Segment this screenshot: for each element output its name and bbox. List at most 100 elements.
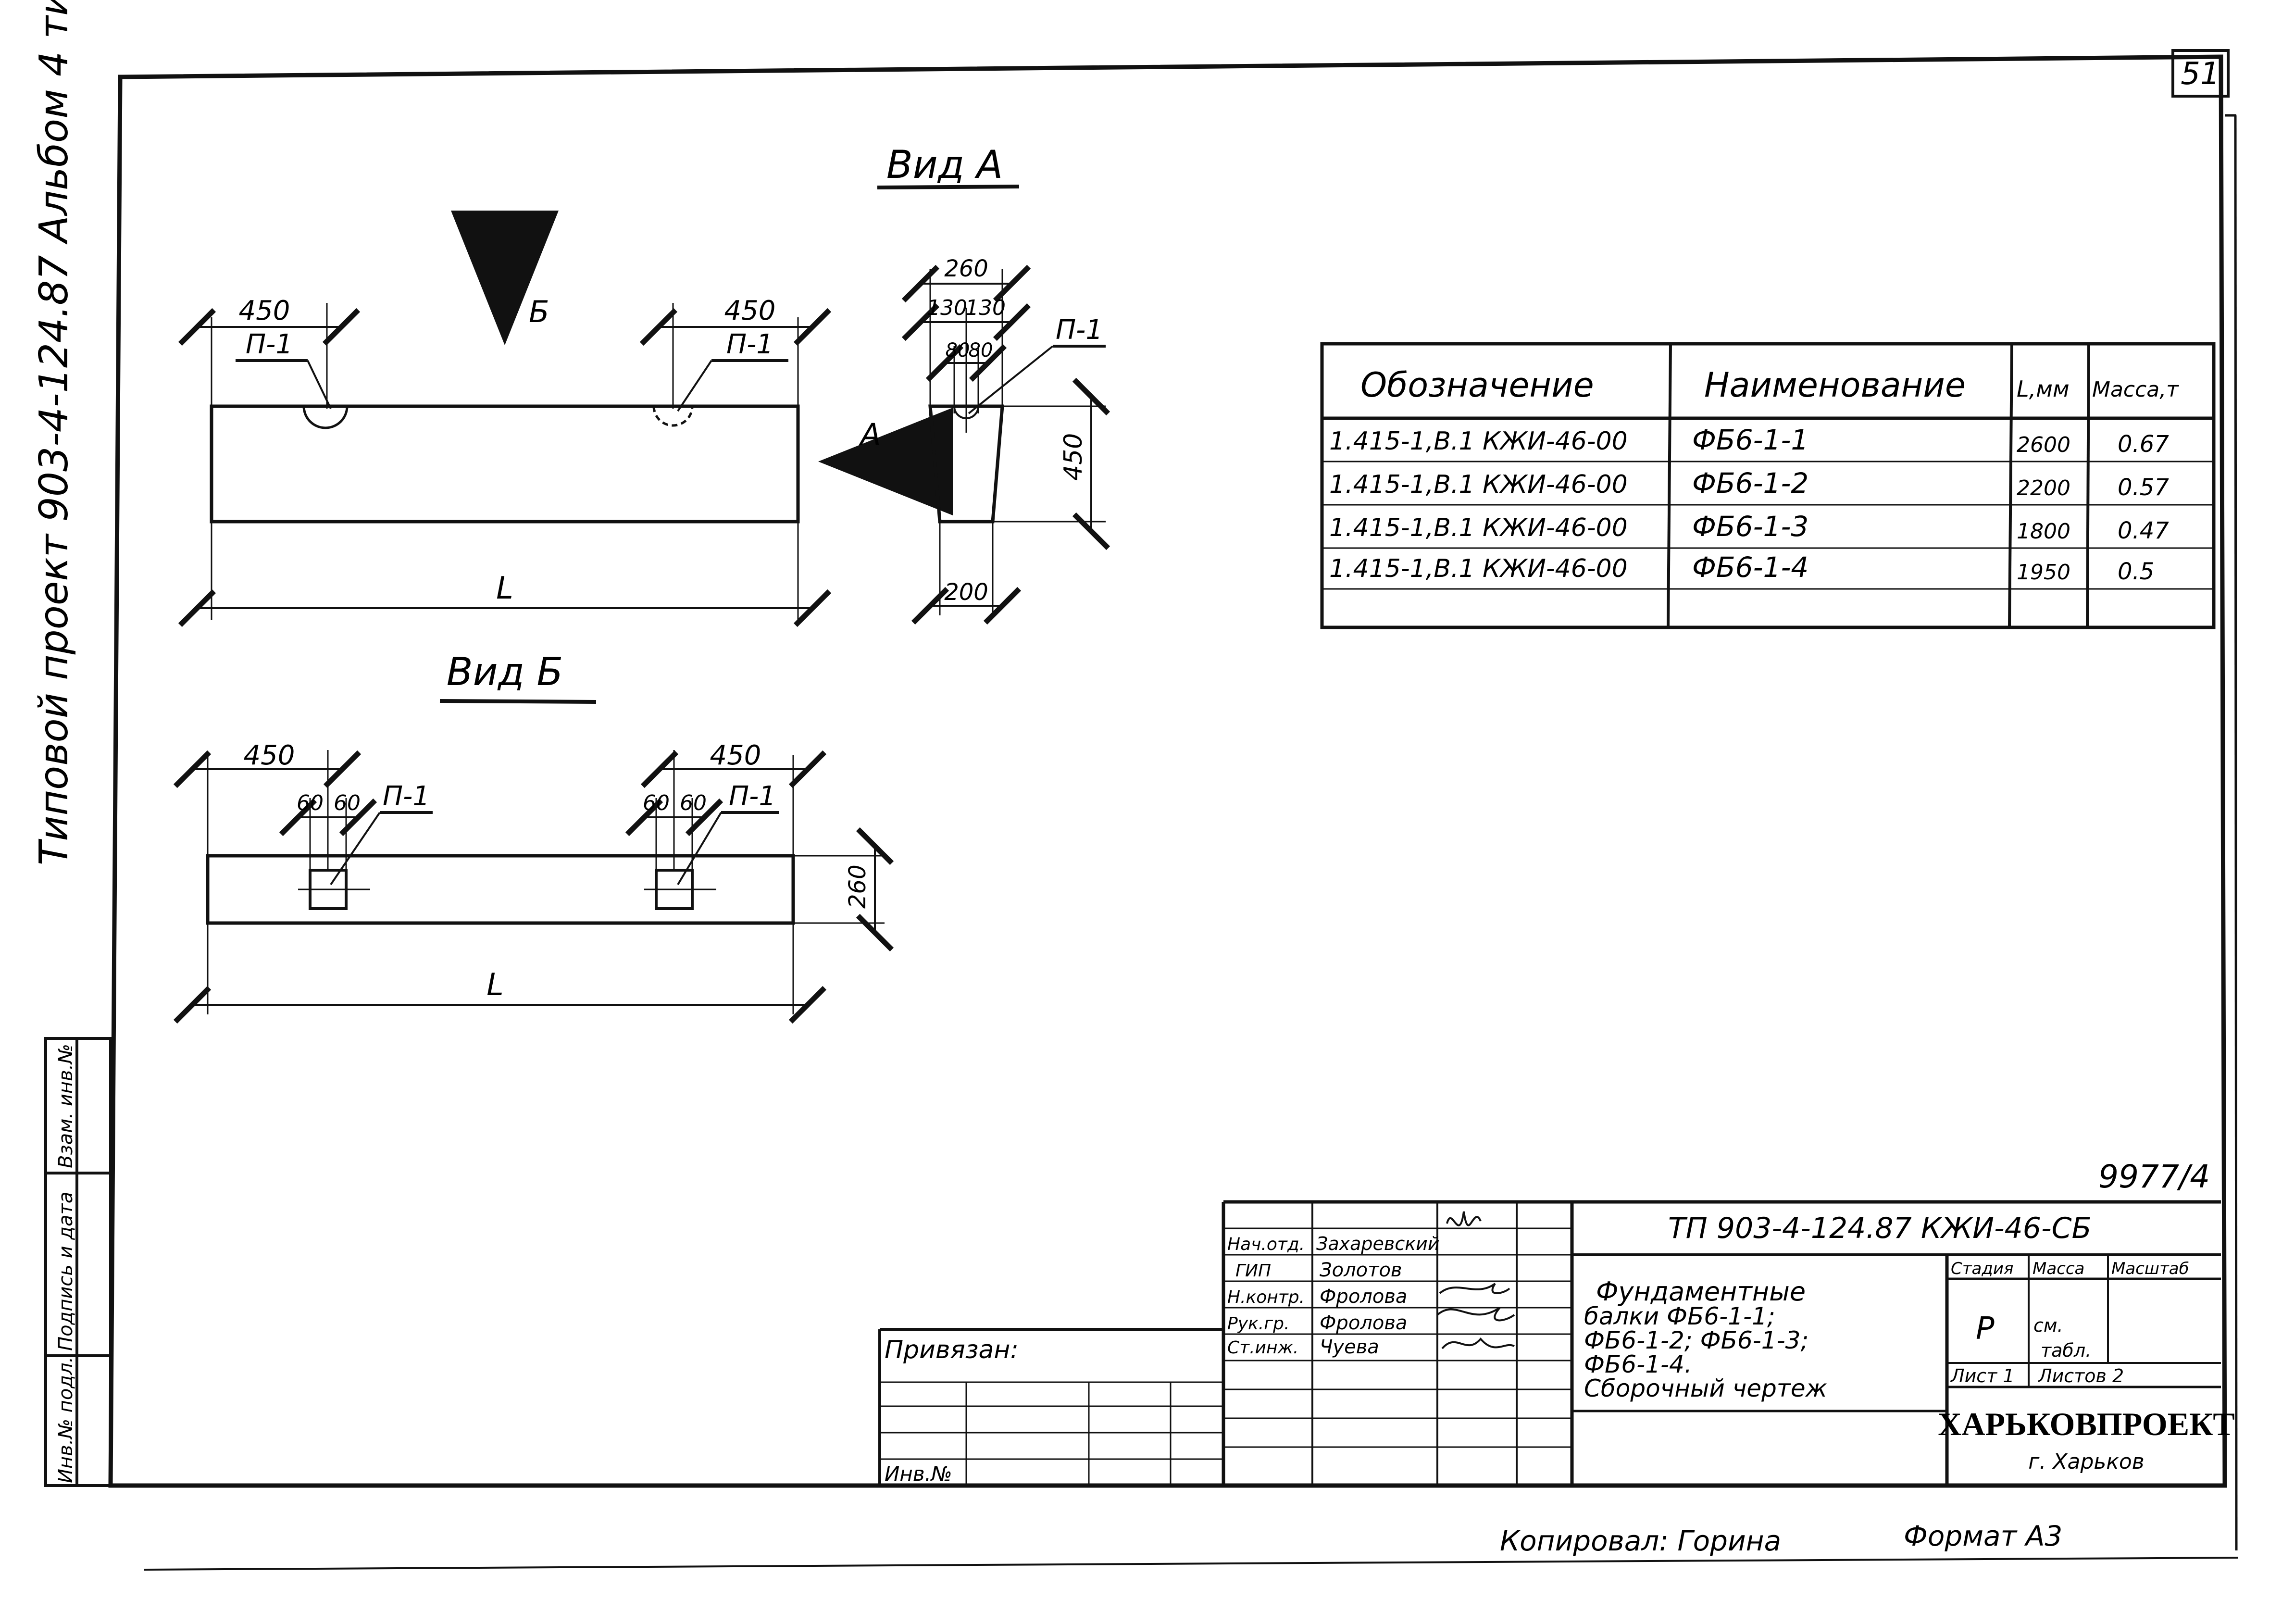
sheet-frame	[108, 54, 2238, 1571]
role-label: Ст.инж.	[1227, 1338, 1298, 1358]
view-a-dim-left: 450	[239, 295, 290, 326]
section-dim-half-right: 130	[965, 296, 1006, 320]
sheet-number: 51	[2181, 56, 2220, 92]
sheets-label: Листов 2	[2037, 1365, 2124, 1387]
copied-by: Копировал: Горина	[1500, 1524, 1781, 1557]
spec-header-length: L,мм	[2017, 376, 2070, 402]
person-name: Захаревский	[1316, 1233, 1440, 1254]
section-dim-80-right: 80	[969, 339, 993, 362]
sheet-number-box: 51	[2171, 49, 2230, 98]
svg-text:ФБ6-1-3: ФБ6-1-3	[1692, 510, 1808, 543]
view-a-dim-right: 450	[724, 295, 776, 326]
role-label: ГИП	[1235, 1261, 1271, 1281]
drawing-title-line: Фундаментные	[1596, 1276, 1806, 1307]
view-b-dim-right: 450	[710, 740, 761, 771]
view-b-dim-60c: 60	[643, 791, 670, 815]
doc-code: 9977/4	[2098, 1158, 2210, 1195]
drawing-title-line: балки ФБ6-1-1;	[1584, 1302, 1775, 1330]
svg-text:Вид Б: Вид Б	[447, 650, 563, 694]
svg-text:1.415-1,В.1 КЖИ-46-00: 1.415-1,В.1 КЖИ-46-00	[1329, 554, 1628, 583]
section-bottom: 200	[944, 579, 988, 606]
mass-value-1: см.	[2033, 1315, 2063, 1336]
role-label: Н.контр.	[1227, 1287, 1305, 1307]
view-b-beam	[173, 750, 894, 1024]
spec-header-name: Наименование	[1704, 365, 1966, 405]
sheet-format: Формат А3	[1904, 1520, 2062, 1552]
svg-text:ФБ6-1-2: ФБ6-1-2	[1692, 467, 1808, 500]
view-b-dim-left: 450	[244, 740, 295, 771]
view-b-dim-60b: 60	[334, 791, 361, 815]
view-a-beam	[178, 303, 832, 627]
sheet-label: Лист 1	[1950, 1365, 2015, 1387]
svg-text:ФБ6-1-1: ФБ6-1-1	[1692, 424, 1808, 456]
svg-text:1.415-1,В.1 КЖИ-46-00: 1.415-1,В.1 КЖИ-46-00	[1329, 513, 1628, 542]
table-row: 1.415-1,В.1 КЖИ-46-00 ФБ6-1-1 2600 0.67	[1329, 424, 2169, 458]
spec-header-mass: Масса,т	[2092, 377, 2179, 402]
svg-text:1.415-1,В.1 КЖИ-46-00: 1.415-1,В.1 КЖИ-46-00	[1329, 427, 1628, 456]
view-a-direction-arrow: А	[818, 408, 953, 515]
section-profile	[901, 264, 1110, 625]
title-block-code: ТП 903-4-124.87 КЖИ-46-СБ	[1668, 1212, 2092, 1245]
person-name: Фролова	[1320, 1312, 1407, 1334]
view-a-tag-left: П-1	[246, 329, 293, 360]
svg-text:2600: 2600	[2017, 433, 2070, 457]
svg-text:1.415-1,В.1 КЖИ-46-00: 1.415-1,В.1 КЖИ-46-00	[1329, 470, 1628, 499]
spec-header-designation: Обозначение	[1360, 365, 1594, 405]
table-row: 1.415-1,В.1 КЖИ-46-00 ФБ6-1-3 1800 0.47	[1329, 510, 2169, 544]
svg-text:2200: 2200	[2017, 476, 2070, 500]
stage-label: Стадия	[1951, 1259, 2013, 1278]
section-height: 450	[1059, 433, 1088, 481]
role-label: Нач.отд.	[1227, 1235, 1305, 1254]
view-b-height: 260	[844, 864, 871, 909]
svg-text:0.67: 0.67	[2118, 431, 2169, 458]
side-stamp	[44, 1037, 112, 1487]
section-dim-half-left: 130	[927, 296, 967, 320]
side-stamp-label-replace: Взам. инв.№	[55, 1044, 77, 1168]
svg-text:Вид А: Вид А	[886, 142, 1003, 187]
person-name: Золотов	[1320, 1259, 1402, 1281]
svg-text:Б: Б	[529, 294, 549, 329]
table-row: 1.415-1,В.1 КЖИ-46-00 ФБ6-1-4 1950 0.5	[1329, 551, 2154, 585]
view-b-tag-left: П-1	[383, 781, 430, 812]
mass-label: Масса	[2033, 1259, 2084, 1278]
view-b-tag-right: П-1	[729, 781, 776, 812]
side-project-label: Типовой проект 903-4-124.87 Альбом 4 тип…	[31, 0, 77, 865]
stage-value: Р	[1976, 1311, 1995, 1347]
view-a-title: Вид А	[877, 142, 1020, 189]
section-dim-80-left: 80	[946, 339, 970, 362]
section-tag: П-1	[1056, 314, 1103, 346]
person-name: Чуева	[1320, 1336, 1379, 1358]
table-row: 1.415-1,В.1 КЖИ-46-00 ФБ6-1-2 2200 0.57	[1329, 467, 2169, 501]
view-b-dim-60a: 60	[297, 791, 324, 815]
organization-name: ХАРЬКОВПРОЕКТ	[1938, 1406, 2235, 1442]
svg-text:1950: 1950	[2017, 560, 2070, 585]
section-dim-top: 260	[944, 255, 988, 282]
scale-label: Масштаб	[2111, 1259, 2189, 1278]
drawing-title-line: ФБ6-1-2; ФБ6-1-3;	[1584, 1326, 1808, 1354]
view-b-length: L	[486, 967, 504, 1003]
inv-label: Инв.№	[885, 1462, 952, 1486]
view-b-title: Вид Б	[439, 650, 597, 704]
svg-text:ФБ6-1-4: ФБ6-1-4	[1692, 551, 1808, 584]
side-stamp-label-inv: Инв.№ подл.	[55, 1357, 77, 1483]
title-block	[878, 1200, 2221, 1486]
svg-text:0.57: 0.57	[2118, 474, 2169, 501]
spec-table	[1320, 342, 2216, 629]
svg-text:0.47: 0.47	[2118, 517, 2169, 544]
bound-label: Привязан:	[885, 1336, 1019, 1364]
view-a-length: L	[496, 571, 513, 606]
person-name: Фролова	[1320, 1286, 1407, 1308]
view-a-tag-right: П-1	[726, 329, 773, 360]
drawing-title-line: ФБ6-1-4.	[1584, 1350, 1692, 1378]
drawing-title-line: Сборочный чертеж	[1584, 1374, 1827, 1402]
svg-text:1800: 1800	[2017, 519, 2070, 544]
view-b-dim-60d: 60	[680, 791, 707, 815]
view-b-direction-arrow: Б	[451, 211, 559, 345]
role-label: Рук.гр.	[1227, 1314, 1289, 1334]
side-stamp-label-sign: Подпись и дата	[55, 1192, 77, 1351]
svg-text:0.5: 0.5	[2118, 558, 2154, 585]
organization-city: г. Харьков	[2028, 1449, 2144, 1474]
svg-text:А: А	[859, 417, 881, 452]
mass-value-2: табл.	[2041, 1340, 2091, 1361]
